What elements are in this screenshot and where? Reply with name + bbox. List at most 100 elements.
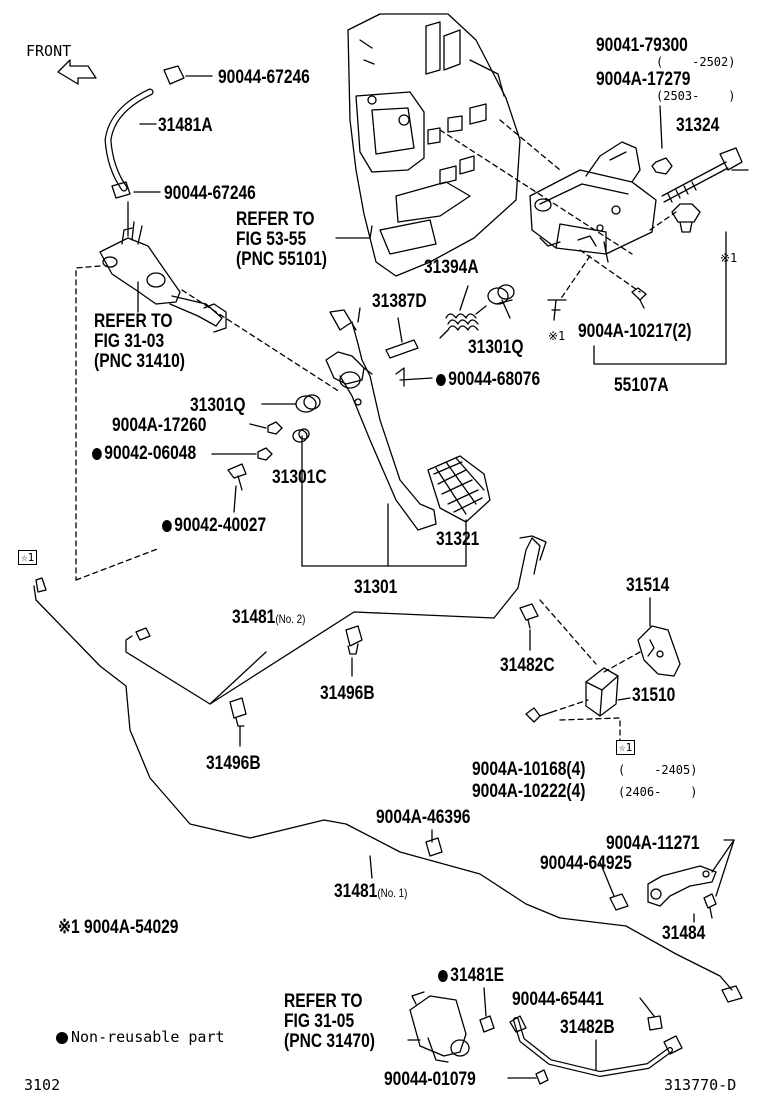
- callout-31510[interactable]: 31510: [632, 685, 676, 706]
- callout-9004A-17279[interactable]: 9004A-17279: [596, 69, 691, 90]
- callout-31387D[interactable]: 31387D: [372, 291, 427, 312]
- callout-31481-no1[interactable]: 31481(No. 1): [334, 881, 408, 902]
- callout-9004A-10168[interactable]: 9004A-10168(4): [472, 759, 586, 780]
- callout-31481A[interactable]: 31481A: [158, 115, 213, 136]
- clamp-9004A-46396: [425, 837, 443, 857]
- hose-clamp-upper: [163, 65, 185, 85]
- refer-31-03-line3: (PNC 31410): [94, 351, 185, 372]
- refer-31-05-line2[interactable]: FIG 31-05: [284, 1011, 355, 1032]
- body-panel: [347, 13, 521, 277]
- leader-dashes-left: [75, 265, 341, 581]
- star-mark-right: ☆1: [616, 738, 636, 755]
- front-label: FRONT: [26, 42, 72, 60]
- stopper-cushion: [671, 203, 701, 233]
- release-cylinder: [409, 991, 470, 1063]
- bolt-9004A-10168: [525, 707, 553, 723]
- drawing-number: 313770-D: [664, 1076, 737, 1094]
- clutch-line-no1: [33, 577, 743, 1003]
- callout-55107A[interactable]: 55107A: [614, 375, 669, 396]
- reservoir-hose-31481A: [104, 88, 154, 192]
- callout-90044-68076[interactable]: 90044-68076: [436, 370, 540, 389]
- callout-9004A-10222[interactable]: 9004A-10222(4): [472, 781, 586, 802]
- callout-9004A-17260[interactable]: 9004A-17260: [112, 415, 207, 436]
- callout-31481-no2[interactable]: 31481(No. 2): [232, 607, 306, 628]
- callout-90044-67246-lower[interactable]: 90044-67246: [164, 183, 256, 204]
- release-fork-31484: [647, 865, 717, 919]
- refer-53-55-line2[interactable]: FIG 53-55: [236, 229, 307, 250]
- callout-9004A-10217[interactable]: 9004A-10217(2): [578, 321, 692, 342]
- callout-9004A-46396[interactable]: 9004A-46396: [376, 807, 471, 828]
- pedal-pad-31321: [427, 455, 491, 523]
- bushing-31301C: [292, 428, 310, 443]
- callout-31482C[interactable]: 31482C: [500, 655, 555, 676]
- clip-90044-65441: [647, 1015, 663, 1031]
- pin-31387D: [385, 339, 419, 359]
- leader-dashes-valve: [539, 599, 641, 741]
- legend-non-reusable: Non-reusable part: [56, 1030, 225, 1045]
- non-reusable-dot-icon: [56, 1031, 68, 1044]
- callout-9004A-11271[interactable]: 9004A-11271: [606, 833, 700, 854]
- note-x1-definition: ※1 9004A-54029: [58, 917, 179, 938]
- refer-31-03-line1: REFER TO: [94, 311, 173, 332]
- leader-lines-lower: [209, 597, 735, 1079]
- callout-31321[interactable]: 31321: [436, 529, 480, 550]
- valve-31510: [585, 667, 619, 717]
- refer-53-55-line3: (PNC 55101): [236, 249, 327, 270]
- front-arrow-icon: [57, 59, 97, 85]
- non-reusable-dot-icon: [162, 519, 172, 532]
- non-reusable-dot-icon: [92, 447, 102, 460]
- spring-31394A: [439, 305, 487, 339]
- star-mark-left: ☆1: [18, 548, 38, 565]
- bolt-90044-01079: [535, 1069, 549, 1085]
- range-90041-79300: ( -2502): [656, 55, 736, 69]
- callout-90042-40027[interactable]: 90042-40027: [162, 516, 266, 535]
- clamp-31496B-upper: [345, 625, 363, 655]
- callout-31301[interactable]: 31301: [354, 577, 398, 598]
- callout-31301Q-left[interactable]: 31301Q: [190, 395, 246, 416]
- non-reusable-dot-icon: [438, 969, 448, 982]
- refer-53-55-line1: REFER TO: [236, 209, 315, 230]
- callout-90044-67246-upper[interactable]: 90044-67246: [218, 67, 310, 88]
- bushing-31301Q-right: [487, 284, 515, 305]
- clip-90044-68076: [395, 367, 405, 387]
- refer-31-03-line2[interactable]: FIG 31-03: [94, 331, 165, 352]
- callout-31394A[interactable]: 31394A: [424, 257, 479, 278]
- callout-90044-65441[interactable]: 90044-65441: [512, 989, 604, 1010]
- callout-31484[interactable]: 31484: [662, 923, 706, 944]
- callout-90044-01079[interactable]: 90044-01079: [384, 1069, 476, 1090]
- callout-31496B-upper[interactable]: 31496B: [320, 683, 375, 704]
- leader-lines: [133, 75, 749, 567]
- pedal-support-bracket: [529, 141, 657, 255]
- callout-31301Q-right[interactable]: 31301Q: [468, 337, 524, 358]
- callout-31481E[interactable]: 31481E: [438, 966, 504, 985]
- pin-90042-40027: [227, 463, 247, 491]
- figure-code: 3102: [24, 1076, 61, 1094]
- clutch-line-no2: [125, 535, 547, 705]
- bushing-31301Q-left: [295, 394, 321, 413]
- callout-31324[interactable]: 31324: [676, 115, 720, 136]
- callout-90041-79300[interactable]: 90041-79300: [596, 35, 688, 56]
- callout-90044-64925[interactable]: 90044-64925: [540, 853, 632, 874]
- callout-31482B[interactable]: 31482B: [560, 1017, 615, 1038]
- hose-clamp-lower: [111, 181, 131, 199]
- nut-90042-06048: [257, 447, 273, 461]
- leader-dashes-upper: [439, 119, 677, 301]
- nut-9004A-17260: [267, 421, 283, 435]
- clutch-master-cylinder: [99, 221, 227, 333]
- note-mark-x1-clip: ※1: [548, 329, 566, 343]
- callout-31301C[interactable]: 31301C: [272, 467, 327, 488]
- flexible-hose-31482B: [509, 1015, 683, 1077]
- callout-31514[interactable]: 31514: [626, 575, 670, 596]
- bracket-31514: [637, 625, 681, 677]
- note-mark-x1-right: ※1: [720, 251, 738, 265]
- clamp-31496B-lower: [229, 697, 247, 727]
- bolt-9004A-10217: [631, 287, 647, 309]
- range-9004A-10168: ( -2405): [618, 763, 698, 777]
- refer-31-05-line1: REFER TO: [284, 991, 363, 1012]
- callout-90042-06048[interactable]: 90042-06048: [92, 444, 196, 463]
- refer-31-05-line3: (PNC 31470): [284, 1031, 375, 1052]
- range-9004A-10222: (2406- ): [618, 785, 698, 799]
- callout-31496B-lower[interactable]: 31496B: [206, 753, 261, 774]
- nut-9004A-17279: [651, 157, 673, 175]
